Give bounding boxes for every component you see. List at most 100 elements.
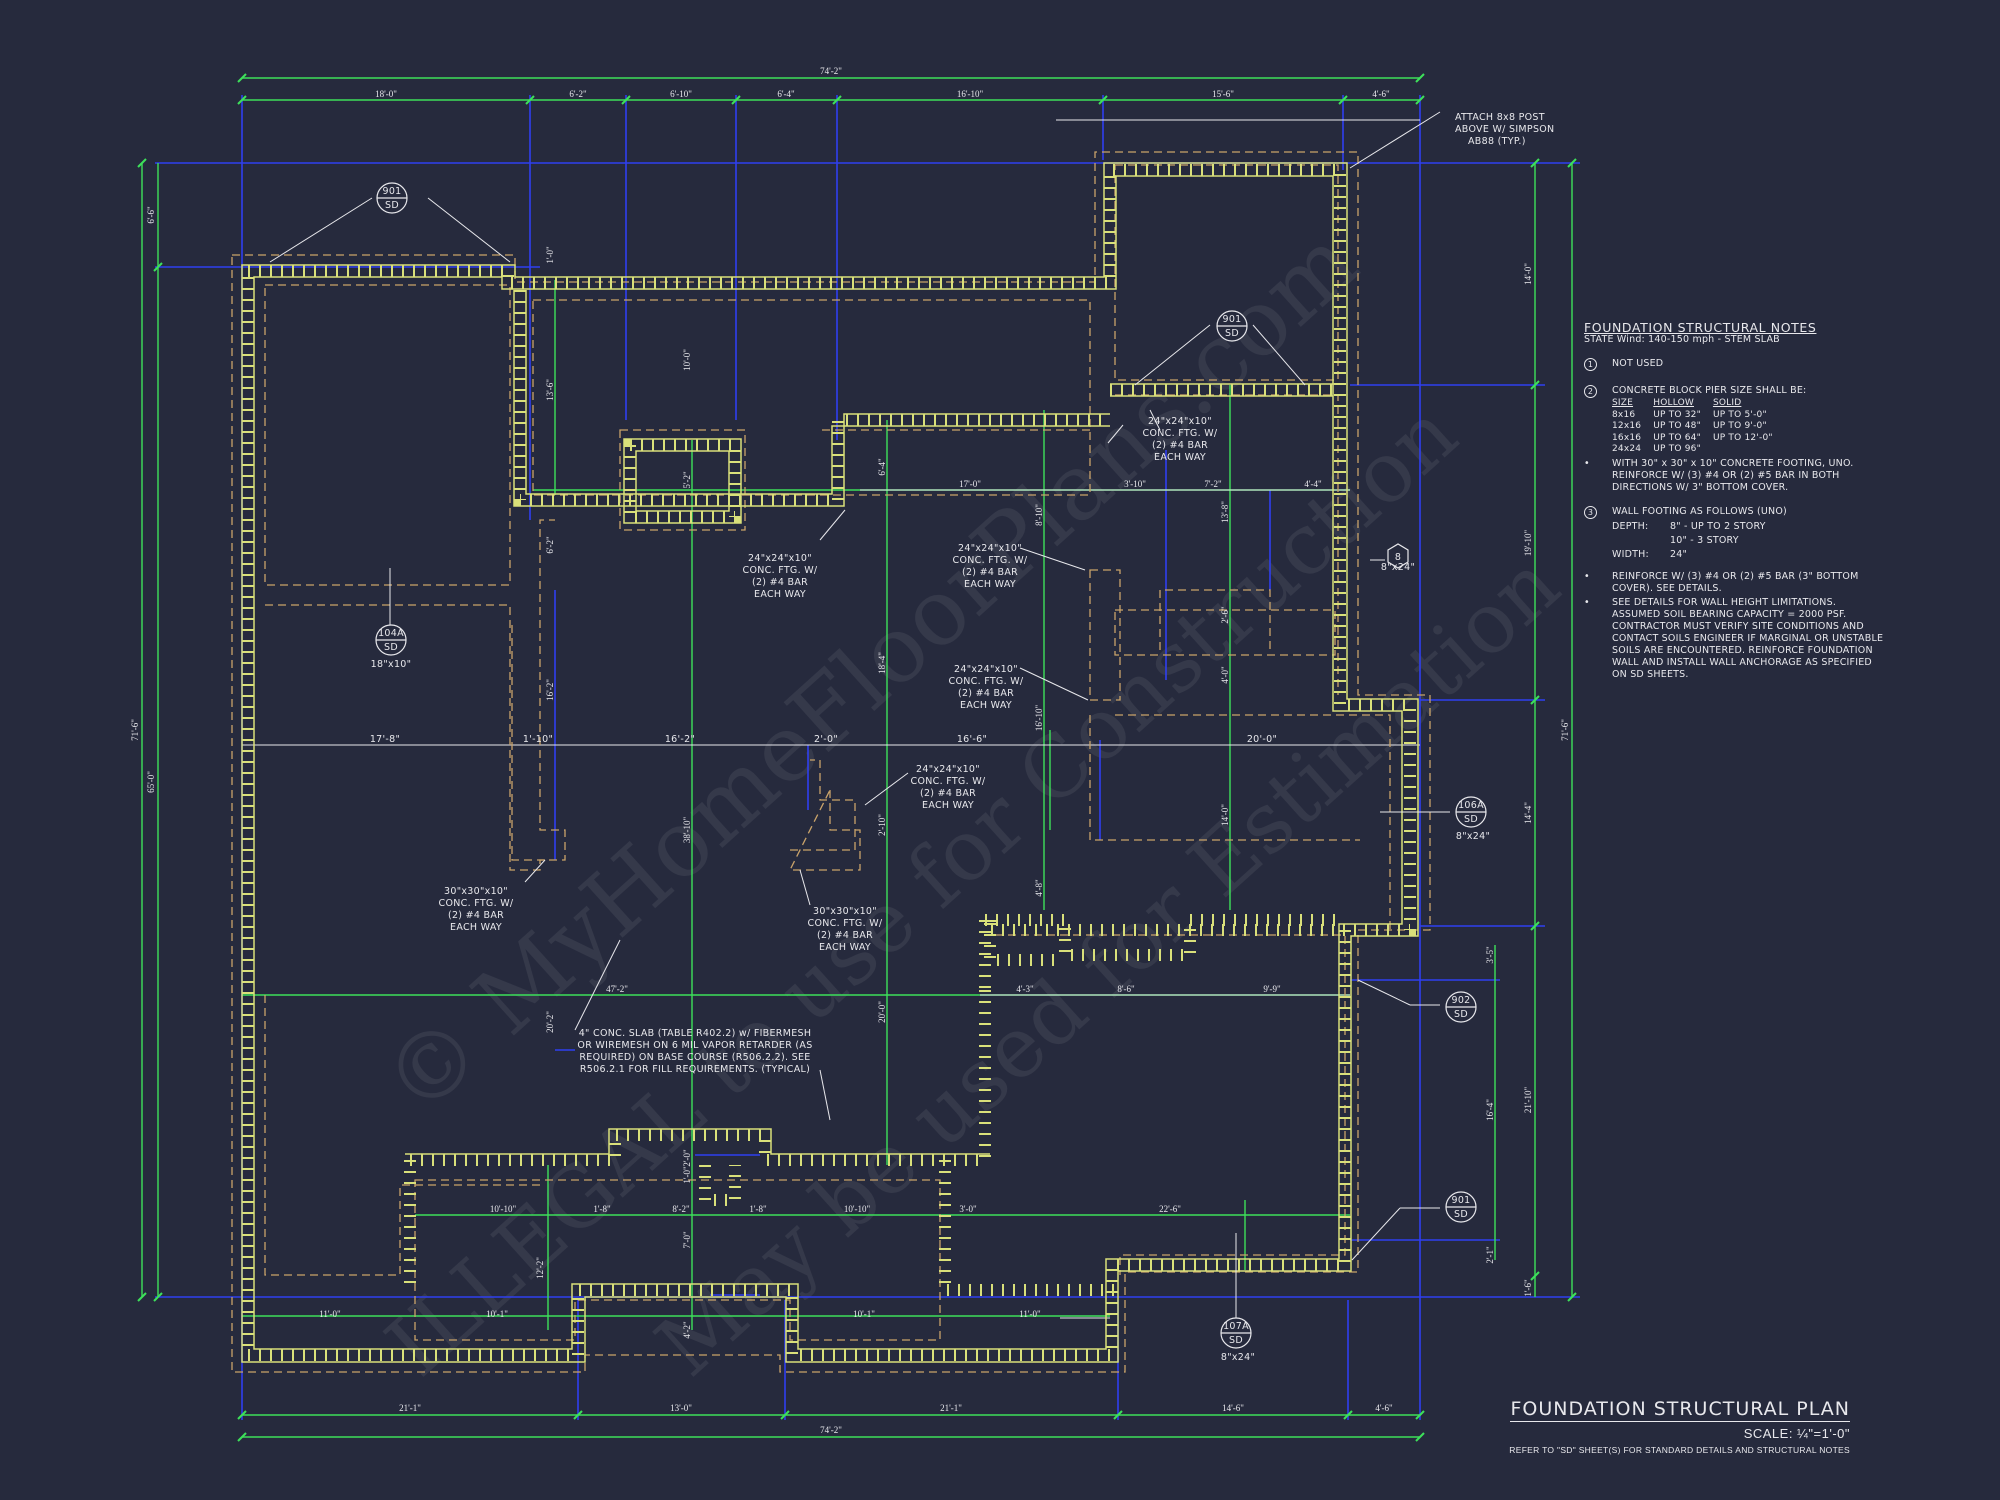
footing-note-line: 24"x24"x10" — [954, 664, 1018, 675]
pier-cell: UP TO 64" — [1653, 432, 1701, 443]
footing-note-5: 24"x24"x10" CONC. FTG. W/ (2) #4 BAR EAC… — [911, 764, 986, 811]
footing-note-line: CONC. FTG. W/ — [911, 776, 986, 787]
callout-id: 901 — [1451, 1195, 1470, 1206]
callout-sheet: SD — [1225, 328, 1239, 339]
dim-right-overall: 71'-6" — [1560, 719, 1570, 741]
pier-table-row: 12x16 UP TO 48" UP TO 9'-0" — [1612, 421, 1785, 433]
depth-value: 10" - 3 STORY — [1670, 534, 1739, 546]
pier-cell: 24x24 — [1612, 444, 1642, 454]
dim-vertical: 2'-1" — [1485, 1246, 1495, 1264]
footing-note-line: CONC. FTG. W/ — [808, 918, 883, 929]
footing-note-line: CONC. FTG. W/ — [1143, 428, 1218, 439]
dimension-text: 74'-2" 74'-2" 18'-0" 6'-2" 6'-10" 6'-4" … — [130, 66, 1570, 1435]
slab-note: 4" CONC. SLAB (TABLE R402.2) w/ FIBERMES… — [577, 1028, 812, 1075]
dim-row-mid: 1'-10" — [523, 734, 553, 745]
pier-table-header: SIZE HOLLOW SOLID — [1612, 398, 1785, 410]
footing-note-line: EACH WAY — [754, 589, 806, 600]
dim-row-mid: 2'-0" — [814, 734, 838, 745]
watermark-line-2: ILLEGAL to use for Construction — [368, 384, 1475, 1395]
dim-row-bottom: 3'-0" — [959, 1204, 977, 1214]
note-text: SEE DETAILS FOR WALL HEIGHT LIMITATIONS.… — [1612, 596, 1884, 680]
structural-notes: FOUNDATION STRUCTURAL NOTES STATE Wind: … — [1584, 321, 1884, 681]
dim-row-bottom: 8'-2" — [672, 1204, 690, 1214]
dim-row-upper: 3'-10" — [1124, 479, 1146, 489]
post-note-line: AB88 (TYP.) — [1468, 136, 1526, 147]
dim-left-top: 6'-6" — [146, 206, 156, 224]
pier-cell: 8x16 — [1612, 409, 1636, 420]
dim-vertical: 4'-8" — [1034, 879, 1044, 897]
dim-top: 6'-10" — [670, 89, 692, 99]
dim-vertical: 7'-0" — [682, 1231, 692, 1249]
footing-note-line: 30"x30"x10" — [813, 906, 877, 917]
footing-size-tag: 8"x24" — [1221, 1352, 1255, 1363]
footing-note-line: (2) #4 BAR — [817, 930, 873, 941]
drawing-scale: SCALE: ¼"=1'-0" — [1743, 1426, 1850, 1441]
note-3: 3 WALL FOOTING AS FOLLOWS (UNO) — [1584, 505, 1884, 519]
footing-note-line: CONC. FTG. W/ — [439, 898, 514, 909]
note-text: NOT USED — [1612, 358, 1664, 369]
dim-row-bottom: 1'-8" — [749, 1204, 767, 1214]
callout-sheet: SD — [1464, 814, 1478, 825]
note-bullet-2: • SEE DETAILS FOR WALL HEIGHT LIMITATION… — [1584, 596, 1884, 680]
callout-sheet: SD — [1454, 1209, 1468, 1220]
pier-cell — [1713, 444, 1785, 456]
dim-left-overall: 71'-6" — [130, 719, 140, 741]
footing-note-line: CONC. FTG. W/ — [949, 676, 1024, 687]
callout-id: 104A — [378, 628, 404, 639]
footing-size-tag: 8"x24" — [1456, 831, 1490, 842]
dim-vertical: 10'-0" — [682, 349, 692, 371]
title-block: FOUNDATION STRUCTURAL PLAN SCALE: ¼"=1'-… — [1440, 1398, 1850, 1455]
callout-id: 902 — [1451, 995, 1470, 1006]
footing-note-line: (2) #4 BAR — [958, 688, 1014, 699]
dim-row-base: 10'-1" — [853, 1309, 875, 1319]
dim-row-base: 10'-1" — [486, 1309, 508, 1319]
dim-overall-bottom: 74'-2" — [820, 1425, 842, 1435]
callout-sheet: SD — [385, 200, 399, 211]
callout-901-top: 901 SD — [376, 182, 408, 214]
dim-overall-top: 74'-2" — [820, 66, 842, 76]
footing-note-line: EACH WAY — [960, 700, 1012, 711]
pier-table-row: 16x16 UP TO 64" UP TO 12'-0" — [1612, 433, 1785, 445]
pier-cell: UP TO 48" — [1653, 421, 1701, 431]
hex-marker-label: 8 — [1395, 552, 1401, 563]
footing-note-line: 24"x24"x10" — [958, 543, 1022, 554]
dim-bottom: 21'-1" — [940, 1403, 962, 1413]
footing-note-line: (2) #4 BAR — [920, 788, 976, 799]
footing-note-line: (2) #4 BAR — [1152, 440, 1208, 451]
footing-note-line: EACH WAY — [964, 579, 1016, 590]
pier-cell: 16x16 — [1612, 432, 1642, 443]
dim-top: 6'-4" — [777, 89, 795, 99]
depth-value: 8" - UP TO 2 STORY — [1670, 520, 1766, 532]
note-number: 3 — [1584, 505, 1597, 519]
dim-vertical: 12'-2" — [535, 1257, 545, 1279]
dim-vertical: 2'-10" — [877, 814, 887, 836]
footing-note-2: 24"x24"x10" CONC. FTG. W/ (2) #4 BAR EAC… — [743, 553, 818, 600]
dim-vertical: 6'-4" — [877, 458, 887, 476]
pier-cell: UP TO 5'-0" — [1712, 409, 1767, 420]
dim-vertical: 14'-0" — [1220, 804, 1230, 826]
footing-note-line: 24"x24"x10" — [916, 764, 980, 775]
dim-vertical: 38'-10" — [682, 817, 692, 844]
dim-row-base: 11'-0" — [1019, 1309, 1041, 1319]
dim-bottom: 14'-6" — [1222, 1403, 1244, 1413]
dim-row-lower: 47'-2" — [606, 984, 628, 994]
note-3-width: WIDTH: 24" — [1584, 549, 1884, 561]
dim-vertical: 8'-10" — [1034, 504, 1044, 526]
note-number: 1 — [1584, 358, 1597, 371]
dim-row-bottom: 22'-6" — [1159, 1204, 1181, 1214]
note-bullet-1: • REINFORCE W/ (3) #4 OR (2) #5 BAR (3" … — [1584, 571, 1884, 595]
dim-left-inner: 65'-0" — [146, 771, 156, 793]
notes-subtitle: STATE Wind: 140-150 mph - STEM SLAB — [1584, 334, 1780, 345]
callout-id: 107A — [1223, 1321, 1249, 1332]
dim-bottom: 21'-1" — [399, 1403, 421, 1413]
slab-note-line: OR WIREMESH ON 6 MIL VAPOR RETARDER (AS — [577, 1040, 812, 1051]
foundation-walls — [241, 162, 1419, 1363]
dim-bottom: 4'-6" — [1375, 1403, 1393, 1413]
dim-vertical: 2'-0" — [682, 1149, 692, 1167]
dim-right: 14'-0" — [1523, 263, 1533, 285]
dim-vertical: 20'-0" — [877, 1001, 887, 1023]
note-text: CONCRETE BLOCK PIER SIZE SHALL BE: — [1612, 385, 1807, 396]
dim-row-mid: 16'-2" — [665, 734, 695, 745]
footing-note-line: EACH WAY — [450, 922, 502, 933]
